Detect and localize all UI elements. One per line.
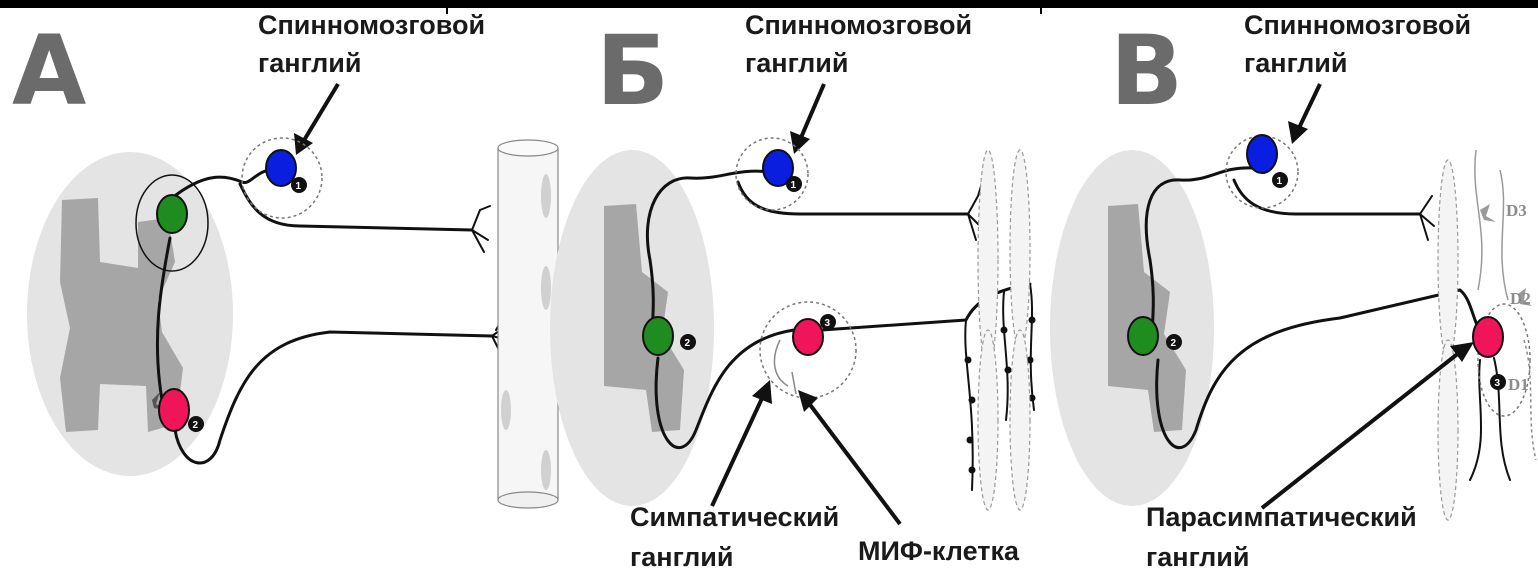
postganglionic-fiber xyxy=(822,284,1030,330)
mif-cell-label: МИФ-клетка xyxy=(858,536,1020,566)
sympathetic-ganglion-arrow xyxy=(712,394,764,506)
panel-a: А Спинномозговой ганглий 1 2 xyxy=(12,10,558,508)
spinal-ganglion-label-line1: Спинномозговой xyxy=(1244,10,1471,40)
sensory-neuron xyxy=(1247,135,1277,173)
d3-label: D3 xyxy=(1506,201,1527,220)
sensory-ending xyxy=(1420,196,1434,240)
panel-b: Б Спинномозговой ганглий xyxy=(550,10,1036,572)
badge-1-text: 1 xyxy=(791,180,797,191)
badge-3: 3 xyxy=(820,314,836,330)
mif-cell xyxy=(774,340,796,394)
badge-2: 2 xyxy=(680,334,696,350)
sensory-peripheral-fiber xyxy=(738,182,968,214)
badge-2-text: 2 xyxy=(1171,338,1177,349)
sympathetic-ganglion-label-line1: Симпатический xyxy=(630,502,839,532)
spinal-ganglion-label-line1: Спинномозговой xyxy=(745,10,972,40)
parasympathetic-ganglion-label-line2: ганглий xyxy=(1146,542,1250,572)
badge-2: 2 xyxy=(188,416,204,432)
blood-vessel xyxy=(498,140,558,508)
motor-neuron xyxy=(159,389,189,431)
spinal-ganglion-label-line2: ганглий xyxy=(1244,48,1348,78)
badge-1: 1 xyxy=(1272,172,1288,188)
interneuron xyxy=(1128,317,1158,355)
badge-1-text: 1 xyxy=(1277,176,1283,187)
panel-v: В Спинномозговой ганглий D3 D2 D1 xyxy=(1050,10,1536,572)
varicose-fiber-2 xyxy=(1003,292,1008,420)
sensory-ending xyxy=(472,206,490,252)
sensory-peripheral-fiber xyxy=(1234,180,1420,214)
varicose-fiber-1 xyxy=(965,320,972,490)
parasympathetic-ganglion-label-line1: Парасимпатический xyxy=(1146,502,1417,532)
badge-1: 1 xyxy=(786,176,802,192)
interneuron xyxy=(643,317,673,355)
ganglion-arrowhead xyxy=(1288,121,1308,144)
badge-3: 3 xyxy=(1490,374,1506,390)
ganglion-arrow xyxy=(303,84,338,142)
varicose-fiber-3 xyxy=(1030,284,1034,410)
spinal-ganglion-label-line2: ганглий xyxy=(745,48,849,78)
sensory-peripheral-fiber xyxy=(240,184,472,230)
badge-2-text: 2 xyxy=(193,420,199,431)
sympathetic-ganglion-label-line2: ганглий xyxy=(630,542,734,572)
spinal-ganglion-label-line1: Спинномозговой xyxy=(258,10,485,40)
sympathetic-neuron xyxy=(793,319,823,355)
interneuron xyxy=(157,195,187,233)
ganglion-arrow xyxy=(1298,84,1320,130)
panel-letter: В xyxy=(1110,15,1183,127)
ganglion-arrow xyxy=(800,84,824,140)
d1-label: D1 xyxy=(1508,375,1529,394)
panel-letter: А xyxy=(12,15,86,127)
badge-3-text: 3 xyxy=(825,318,831,329)
top-border xyxy=(0,0,1538,8)
parasympathetic-neuron xyxy=(1473,317,1503,357)
badge-3-text: 3 xyxy=(1495,378,1501,389)
parasympathetic-ganglion-arrow xyxy=(1262,352,1460,508)
badge-1-text: 1 xyxy=(296,181,302,192)
panel-letter: Б xyxy=(596,15,669,127)
badge-2: 2 xyxy=(1166,334,1182,350)
sensory-neuron xyxy=(266,150,296,186)
badge-2-text: 2 xyxy=(685,338,691,349)
badge-1: 1 xyxy=(291,177,307,193)
d2-label: D2 xyxy=(1510,289,1531,308)
spinal-ganglion-label-line2: ганглий xyxy=(258,48,362,78)
